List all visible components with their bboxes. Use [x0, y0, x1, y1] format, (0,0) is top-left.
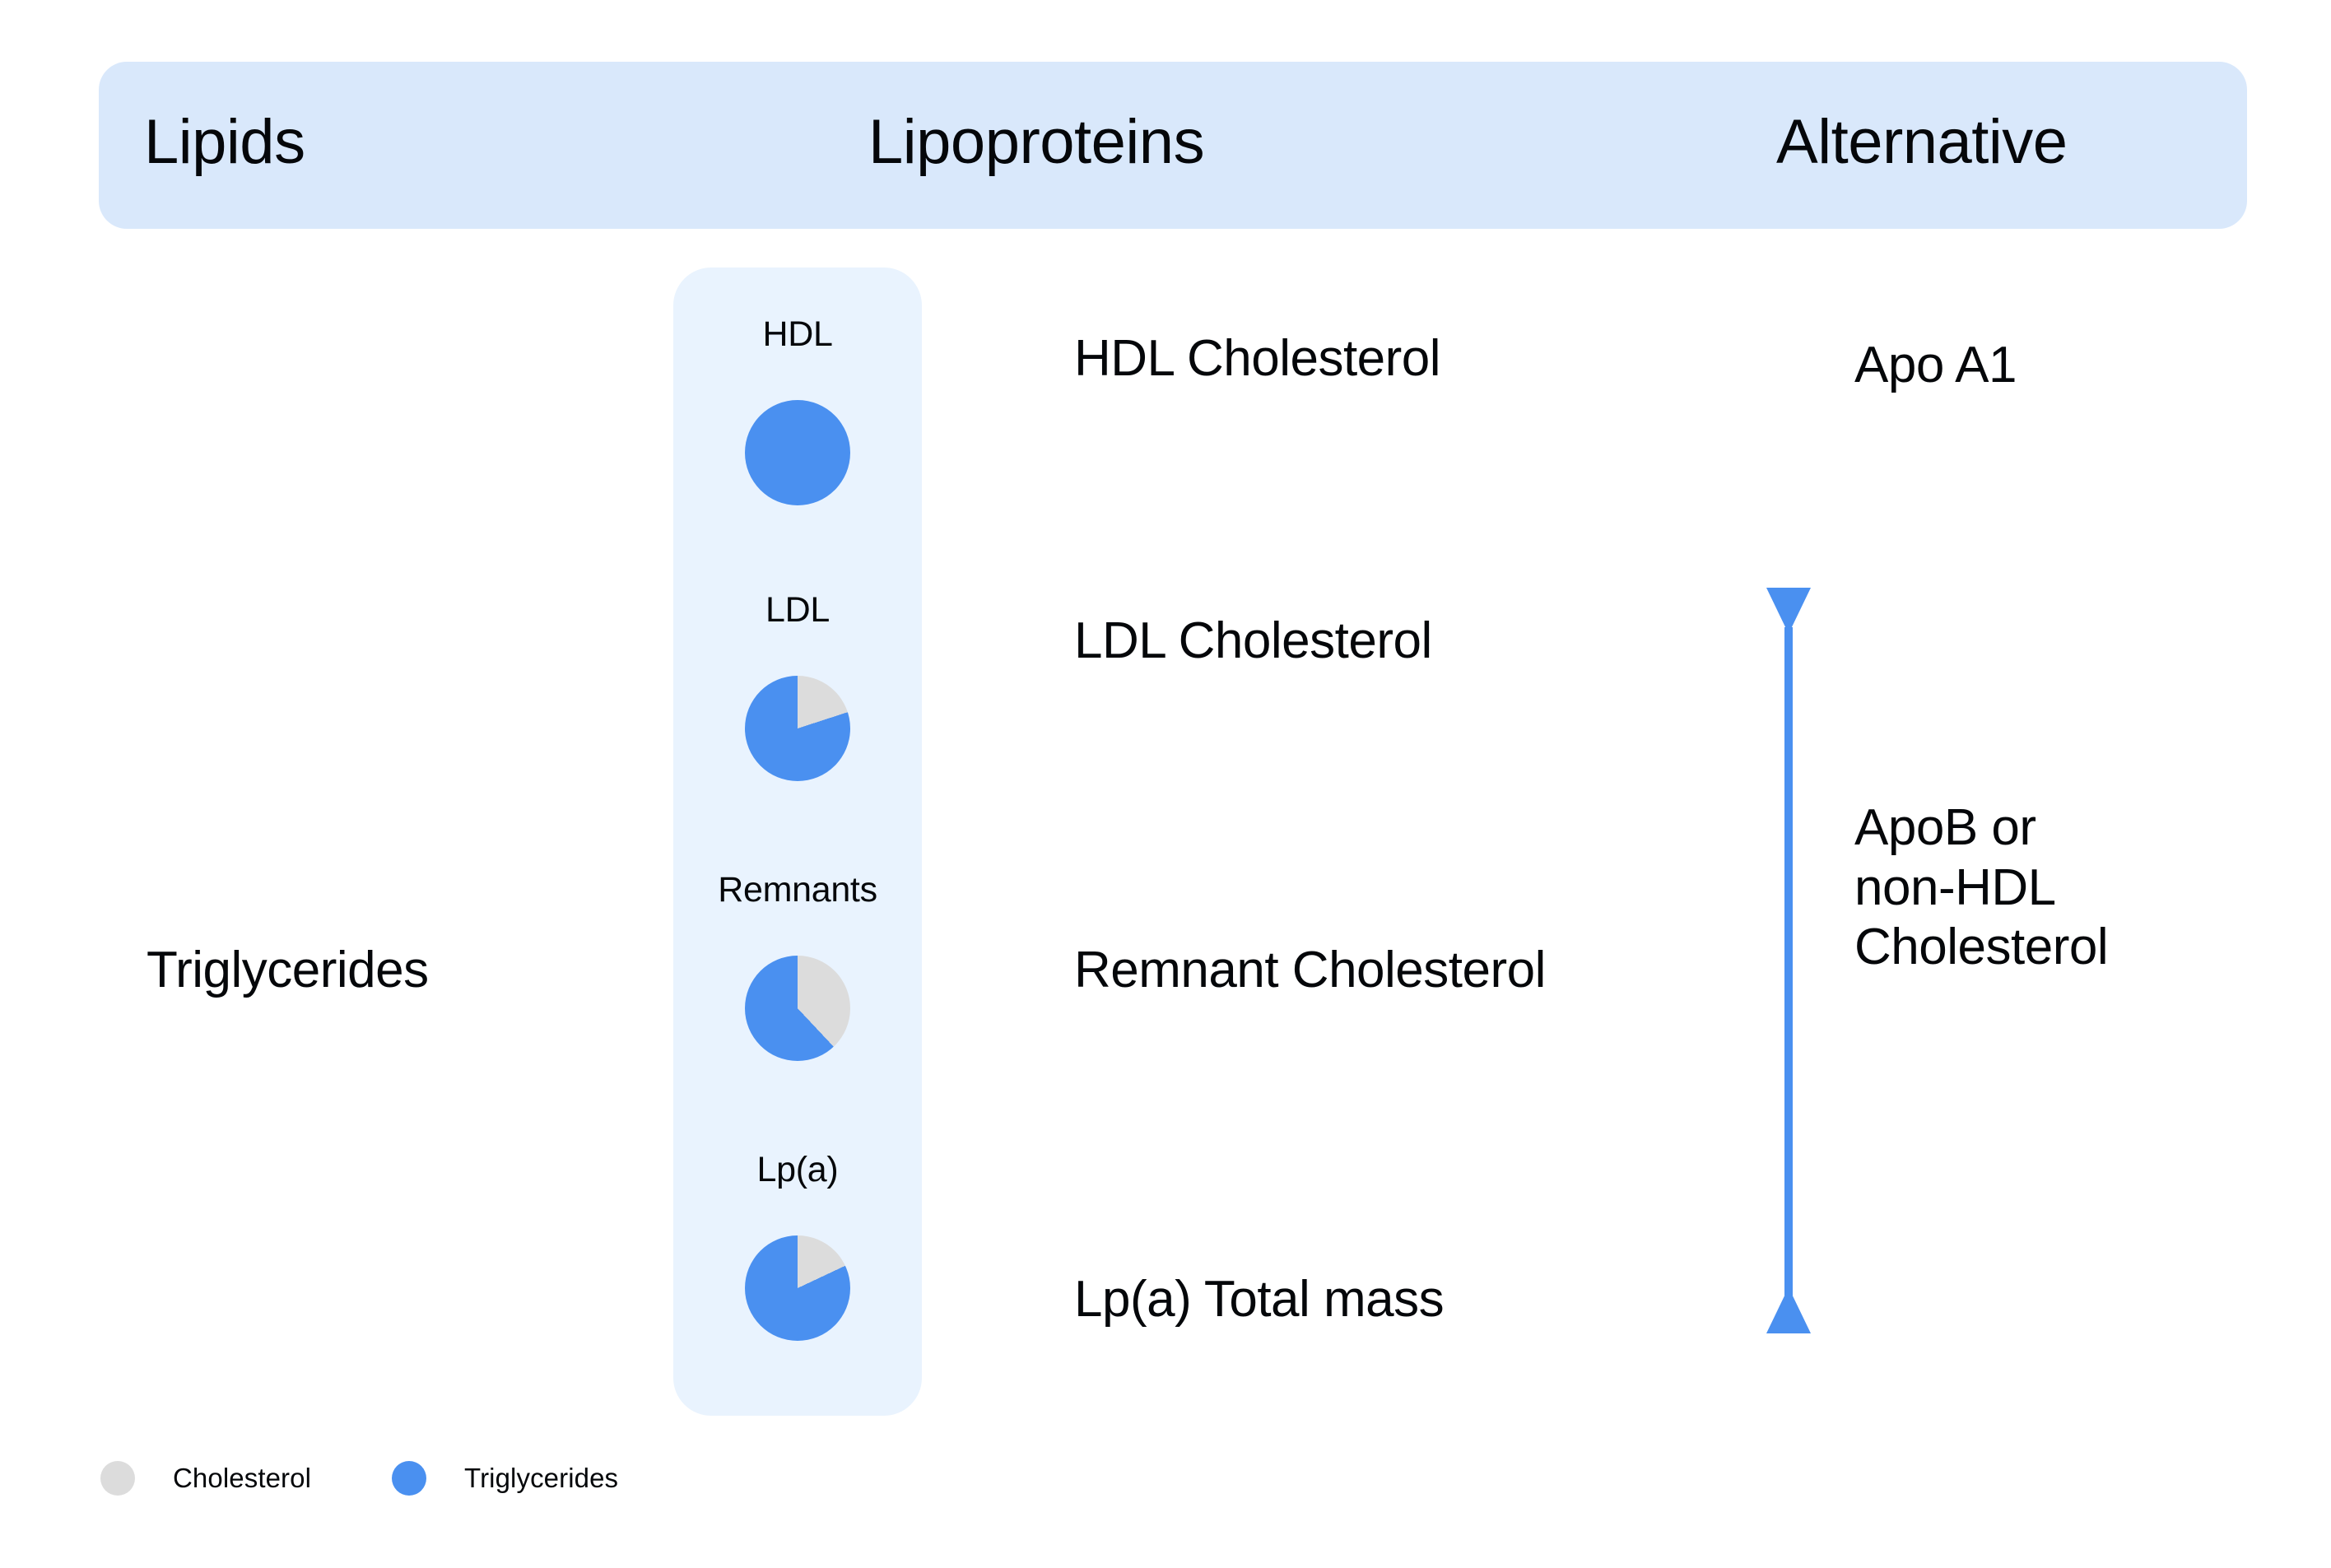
alternative-apo-a1: Apo A1: [1854, 337, 2017, 393]
pie-chart-remnants: [745, 956, 850, 1061]
measurement-ldl-cholesterol: LDL Cholesterol: [1074, 612, 1432, 669]
legend-item-cholesterol: Cholesterol: [100, 1461, 311, 1496]
lipoprotein-label-hdl: HDL: [762, 314, 833, 354]
double-headed-arrow-icon: [1760, 586, 1817, 1335]
pie-chart-hdl: [745, 400, 850, 505]
lipoprotein-label-ldl: LDL: [765, 590, 830, 630]
legend-swatch-triglycerides-icon: [392, 1461, 427, 1496]
lipids-triglycerides-label: Triglycerides: [147, 942, 429, 998]
pie-chart-lpa: [745, 1235, 850, 1341]
measurement-lpa-total-mass: Lp(a) Total mass: [1074, 1271, 1445, 1328]
lipoprotein-row-lpa: Lp(a): [673, 1152, 922, 1358]
legend-label-triglycerides: Triglycerides: [464, 1463, 619, 1493]
header-column-alternative: Alternative: [1776, 107, 2068, 177]
lipoprotein-label-remnants: Remnants: [718, 870, 877, 910]
pie-chart-ldl: [745, 676, 850, 781]
lipoprotein-row-ldl: LDL: [673, 593, 922, 798]
measurement-hdl-cholesterol: HDL Cholesterol: [1074, 330, 1441, 387]
legend-swatch-cholesterol-icon: [100, 1461, 135, 1496]
header-column-lipoproteins: Lipoproteins: [868, 107, 1205, 177]
measurement-remnant-cholesterol: Remnant Cholesterol: [1074, 942, 1546, 998]
header-column-lipids: Lipids: [144, 107, 305, 177]
legend-label-cholesterol: Cholesterol: [173, 1463, 312, 1493]
lipoprotein-label-lpa: Lp(a): [756, 1150, 839, 1189]
lipoprotein-row-remnants: Remnants: [673, 872, 922, 1078]
alternative-apob-or-non-hdl-cholesterol: ApoB or non-HDL Cholesterol: [1854, 799, 2109, 976]
legend: Cholesterol Triglycerides: [100, 1461, 699, 1496]
legend-item-triglycerides: Triglycerides: [392, 1461, 618, 1496]
header-band: Lipids Lipoproteins Alternative: [99, 62, 2247, 229]
lipoprotein-row-hdl: HDL: [673, 317, 922, 523]
